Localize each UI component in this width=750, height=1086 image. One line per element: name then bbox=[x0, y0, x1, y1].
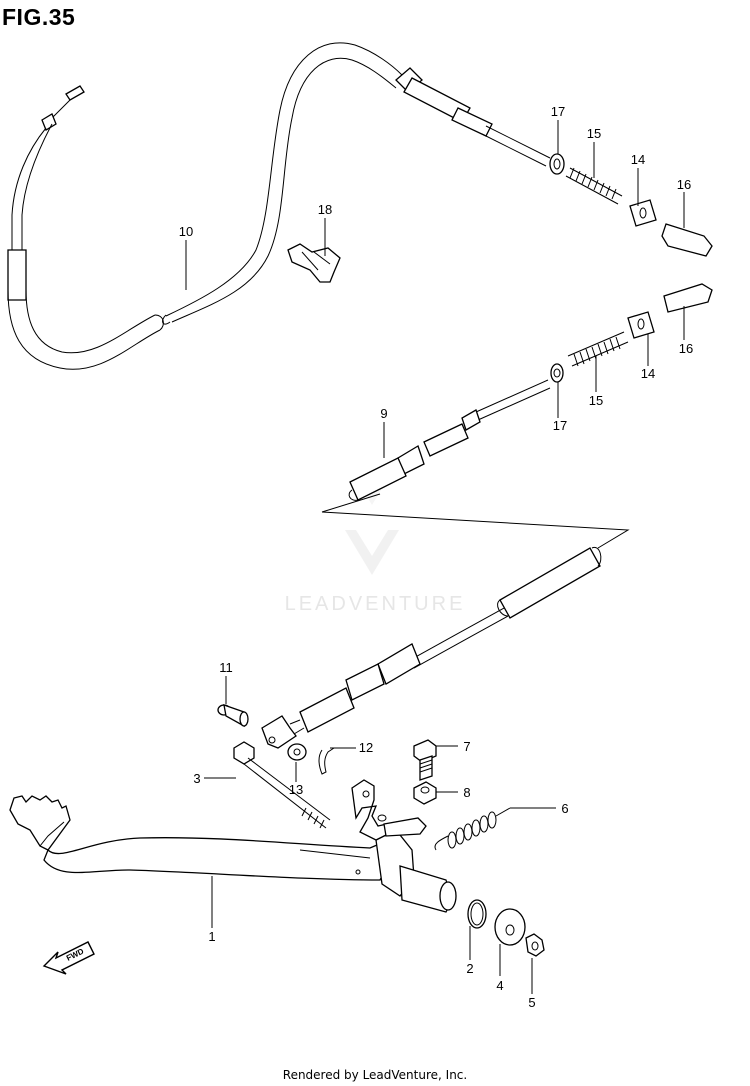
callout-15-upper: 15 bbox=[587, 126, 601, 141]
callout-6: 6 bbox=[561, 801, 568, 816]
callout-12: 12 bbox=[359, 740, 373, 755]
callout-11: 11 bbox=[219, 660, 233, 675]
bolt-and-nut bbox=[413, 739, 437, 805]
clevis-pin bbox=[217, 704, 249, 728]
cable-clip bbox=[287, 243, 341, 283]
callout-labels: 10 18 17 15 14 16 16 14 15 17 9 11 12 13… bbox=[179, 104, 693, 1010]
callout-13: 13 bbox=[289, 782, 303, 797]
callout-14-upper: 14 bbox=[631, 152, 645, 167]
footer-credit: Rendered by LeadVenture, Inc. bbox=[282, 1068, 468, 1082]
pivot-bolt bbox=[233, 741, 331, 829]
callout-15-lower: 15 bbox=[589, 393, 603, 408]
callout-17-upper: 17 bbox=[551, 104, 565, 119]
callout-3: 3 bbox=[193, 771, 200, 786]
brake-pedal bbox=[9, 779, 457, 913]
pivot-hardware bbox=[467, 899, 545, 957]
upper-adjuster-parts bbox=[549, 153, 713, 257]
lower-adjuster-parts bbox=[550, 283, 713, 383]
callout-17-lower: 17 bbox=[553, 418, 567, 433]
callout-8: 8 bbox=[463, 785, 470, 800]
watermark-text: LEADVENTURE bbox=[284, 593, 466, 615]
callout-4: 4 bbox=[496, 978, 503, 993]
callout-18: 18 bbox=[318, 202, 332, 217]
leader-lines bbox=[185, 120, 685, 994]
callout-7: 7 bbox=[463, 739, 470, 754]
callout-14-lower: 14 bbox=[641, 366, 655, 381]
cable-upper bbox=[7, 42, 551, 370]
callout-16-lower: 16 bbox=[679, 341, 693, 356]
washer-and-cotter bbox=[287, 743, 335, 775]
return-spring bbox=[434, 807, 511, 851]
figure-title: FIG.35 bbox=[2, 4, 76, 30]
callout-1: 1 bbox=[208, 929, 215, 944]
callout-9: 9 bbox=[380, 406, 387, 421]
callout-2: 2 bbox=[466, 961, 473, 976]
cable-lower bbox=[261, 379, 630, 749]
leadventure-logo-icon bbox=[345, 485, 399, 575]
callout-16-upper: 16 bbox=[677, 177, 691, 192]
callout-5: 5 bbox=[528, 995, 535, 1010]
callout-10: 10 bbox=[179, 224, 193, 239]
fwd-arrow-icon: FWD bbox=[42, 941, 95, 975]
